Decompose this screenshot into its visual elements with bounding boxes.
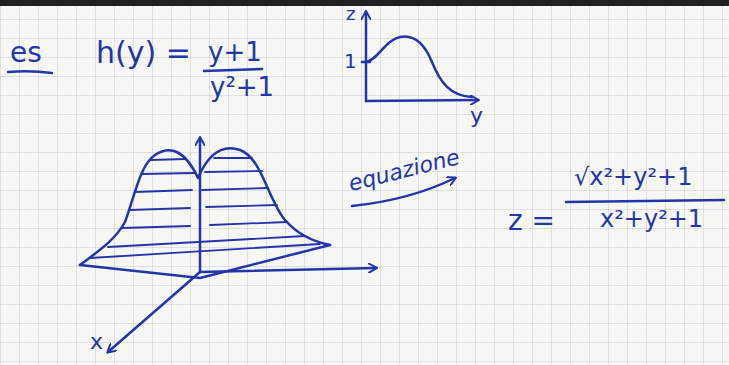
fraction-bar — [204, 69, 262, 71]
numerator: √x²+y²+1 — [574, 164, 692, 190]
x-axis-3d — [108, 272, 200, 352]
numerator: y+1 — [208, 38, 262, 67]
equation-lhs: z = — [508, 206, 555, 237]
fraction-bar — [566, 200, 724, 202]
denominator: y²+1 — [210, 73, 274, 102]
tick-label: 1 — [344, 50, 357, 72]
surface-base — [80, 245, 330, 278]
function-name: h(y) = — [96, 36, 191, 69]
denominator: x²+y²+1 — [600, 206, 703, 232]
axis-label: z — [346, 4, 355, 24]
z-axis — [365, 12, 368, 101]
axis-label: x — [90, 330, 103, 354]
example-mark: es — [10, 38, 42, 69]
surface-outline — [80, 148, 330, 265]
curve — [366, 37, 472, 97]
y-axis — [366, 100, 478, 101]
axis-label: y — [470, 104, 483, 128]
underline — [8, 71, 52, 73]
